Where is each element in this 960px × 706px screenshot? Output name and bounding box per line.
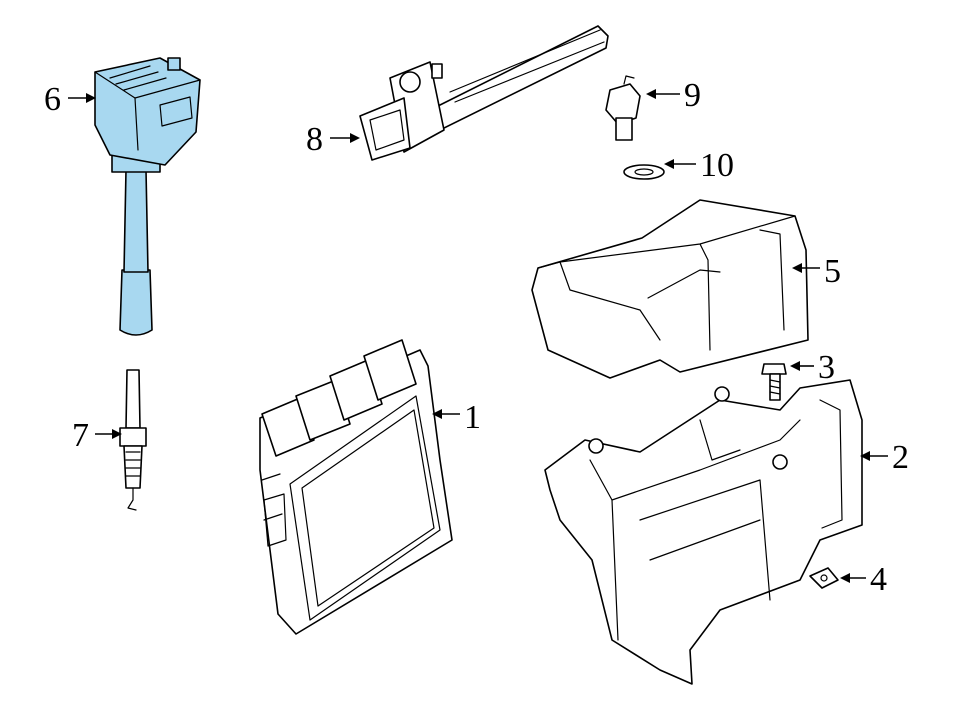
- ignition-coil-part[interactable]: [94, 57, 201, 336]
- callout-10: 10: [700, 147, 734, 184]
- washer-part[interactable]: [623, 164, 665, 180]
- callout-4: 4: [870, 561, 887, 598]
- callout-3: 3: [818, 349, 835, 386]
- callout-5: 5: [824, 253, 841, 290]
- module-cover-part[interactable]: [531, 199, 809, 379]
- spark-plug-part[interactable]: [119, 369, 147, 511]
- sensor-probe-part[interactable]: [359, 25, 609, 161]
- callout-8: 8: [306, 121, 323, 158]
- engine-control-module-part[interactable]: [259, 339, 453, 635]
- callout-2: 2: [892, 439, 909, 476]
- bolt-part[interactable]: [761, 363, 787, 401]
- clip-nut-part[interactable]: [809, 567, 839, 589]
- callout-6: 6: [44, 81, 61, 118]
- mounting-tray-part[interactable]: [544, 379, 863, 685]
- callout-7: 7: [72, 417, 89, 454]
- leader-lines: [68, 89, 888, 583]
- small-sensor-part[interactable]: [605, 75, 641, 141]
- callout-1: 1: [464, 399, 481, 436]
- callout-9: 9: [684, 77, 701, 114]
